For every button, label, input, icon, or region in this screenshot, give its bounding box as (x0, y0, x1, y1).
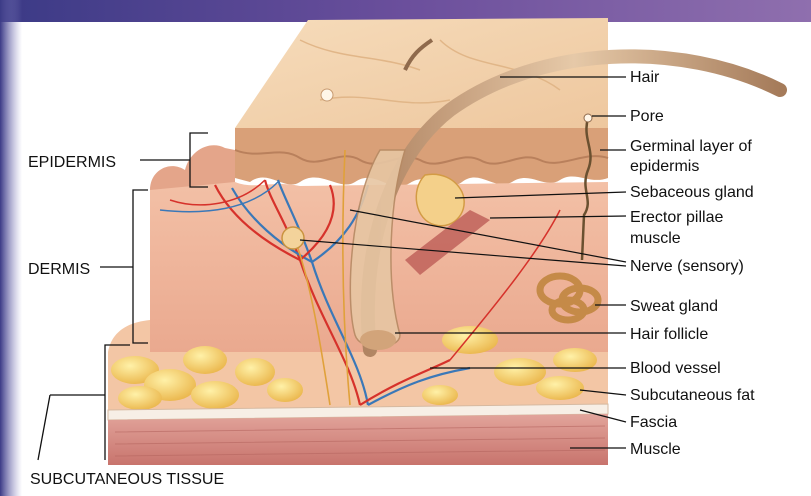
label-germinal-layer-line2: epidermis (630, 158, 699, 175)
pore-opening (584, 114, 592, 122)
label-dermis: DERMIS (28, 261, 90, 278)
label-subcutaneous-tissue: SUBCUTANEOUS TISSUE (30, 471, 224, 488)
label-erector-pillae-line1: Erector pillae (630, 209, 723, 226)
label-pore: Pore (630, 108, 664, 125)
label-nerve-sensory: Nerve (sensory) (630, 258, 744, 275)
label-hair-follicle: Hair follicle (630, 326, 708, 343)
label-subcutaneous-fat: Subcutaneous fat (630, 387, 755, 404)
label-muscle: Muscle (630, 441, 681, 458)
label-fascia: Fascia (630, 414, 677, 431)
label-hair: Hair (630, 69, 660, 86)
nerve-receptor (282, 227, 304, 249)
label-blood-vessel: Blood vessel (630, 360, 721, 377)
label-erector-pillae-line2: muscle (630, 230, 681, 247)
label-sebaceous-gland: Sebaceous gland (630, 184, 754, 201)
label-sweat-gland: Sweat gland (630, 298, 718, 315)
hair-bulb (360, 330, 396, 350)
label-germinal-layer-line1: Germinal layer of (630, 138, 752, 155)
label-epidermis: EPIDERMIS (28, 154, 116, 171)
frame-left (0, 0, 22, 496)
surface-pore (321, 89, 333, 101)
muscle-layer (108, 414, 608, 465)
frame-top (0, 0, 811, 22)
